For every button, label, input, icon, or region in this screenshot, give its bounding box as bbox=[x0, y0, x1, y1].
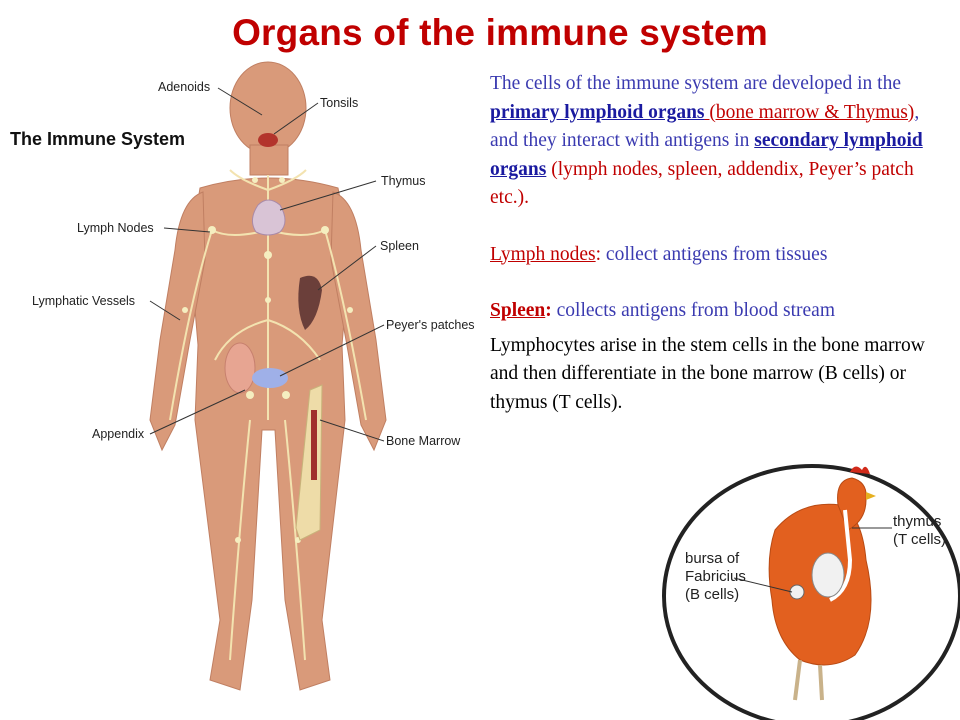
lymph-nodes-colon: : bbox=[595, 243, 602, 265]
chicken-figure bbox=[733, 466, 892, 701]
paragraph-lymphoid-organs: The cells of the immune system are devel… bbox=[490, 70, 952, 213]
lymph-nodes-description: collect antigens from tissues bbox=[601, 243, 828, 265]
label-thymus: Thymus bbox=[381, 174, 426, 188]
thymus-organ bbox=[252, 199, 286, 236]
label-appendix: Appendix bbox=[92, 427, 145, 441]
thymus-line-2: (T cells) bbox=[893, 531, 947, 548]
bursa-line-2: Fabricius bbox=[685, 568, 746, 585]
spleen-term: Spleen bbox=[490, 300, 546, 321]
bursa-line-3: (B cells) bbox=[685, 586, 740, 603]
tonsils-organ bbox=[258, 133, 278, 147]
primary-organs-examples: (bone marrow & Thymus) bbox=[704, 101, 915, 123]
paragraph-lymph-nodes: Lymph nodes: collect antigens from tissu… bbox=[490, 241, 952, 270]
spleen-organ bbox=[298, 275, 322, 330]
spleen-colon: : bbox=[545, 300, 552, 321]
label-spleen: Spleen bbox=[380, 239, 419, 253]
page-title: Organs of the immune system bbox=[232, 12, 768, 53]
bursa-label: bursa of Fabricius (B cells) bbox=[685, 550, 746, 604]
p1-middle: , and they interact with antigens in bbox=[490, 101, 920, 152]
chicken-thymus-label: thymus (T cells) bbox=[893, 513, 946, 549]
label-lymph-nodes: Lymph Nodes bbox=[77, 221, 154, 235]
lymph-nodes-term: Lymph nodes bbox=[490, 243, 596, 265]
diagram-heading: The Immune System bbox=[10, 129, 186, 149]
bone-marrow-organ bbox=[311, 410, 317, 480]
spleen-description: collects antigens from blood stream bbox=[551, 300, 835, 321]
paragraph-spleen: Spleen: collects antigens from blood str… bbox=[490, 297, 952, 326]
secondary-lymphoid-organs-term: secondary lymphoid organs bbox=[490, 130, 923, 180]
peyers-patch-organ bbox=[252, 368, 288, 388]
leader-lines bbox=[149, 87, 385, 442]
paragraph-lymphocytes: Lymphocytes arise in the stem cells in t… bbox=[490, 334, 925, 413]
thymus-line-1: thymus bbox=[893, 513, 942, 530]
label-bone-marrow: Bone Marrow bbox=[386, 434, 461, 448]
label-lymphatic-vessels: Lymphatic Vessels bbox=[32, 294, 136, 308]
primary-lymphoid-organs-term: primary lymphoid organs bbox=[490, 101, 705, 123]
bursa-line-1: bursa of bbox=[685, 550, 740, 567]
label-peyers-patches: Peyer's patches bbox=[386, 318, 475, 332]
p1-intro: The cells of the immune system are devel… bbox=[490, 73, 901, 94]
label-tonsils: Tonsils bbox=[320, 96, 359, 110]
explanation-text: The cells of the immune system are devel… bbox=[490, 70, 952, 417]
secondary-organs-examples: (lymph nodes, spleen, addendix, Peyer’s … bbox=[490, 158, 914, 209]
label-adenoids: Adenoids bbox=[158, 80, 211, 94]
intestine-organ bbox=[224, 342, 256, 394]
